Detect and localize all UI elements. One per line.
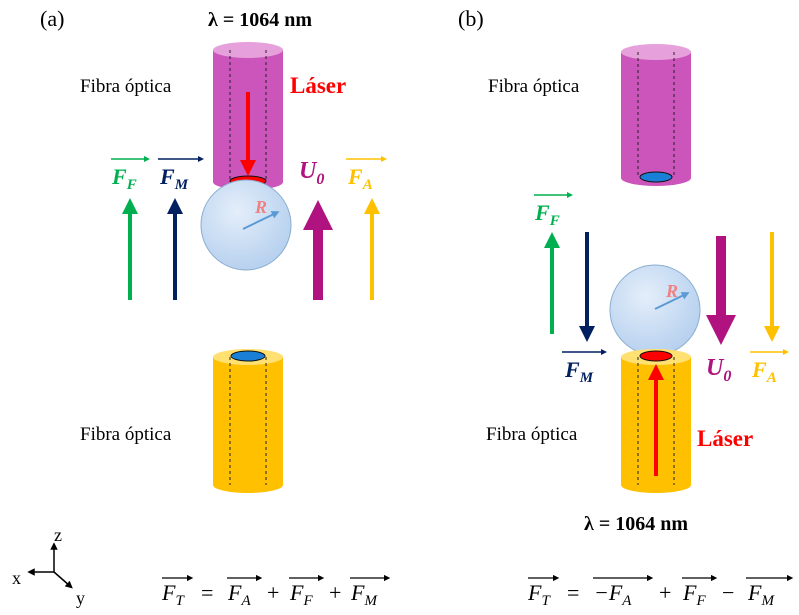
- panel-b: (b) Fibra óptica R FF FM: [458, 6, 789, 535]
- panel-a-bottom-fiber-core: [230, 350, 266, 362]
- svg-text:FM: FM: [564, 357, 594, 386]
- panel-b-u0-label: U0: [706, 355, 731, 385]
- panel-b-fa-label: FA: [750, 349, 789, 386]
- panel-a-u0-label: U0: [299, 158, 324, 188]
- svg-text:=: =: [201, 580, 213, 605]
- panel-b-radius-label: R: [665, 281, 678, 301]
- svg-text:FA: FA: [751, 357, 777, 386]
- panel-a-wavelength: λ = 1064 nm: [208, 9, 312, 31]
- svg-text:FM: FM: [350, 580, 378, 609]
- panel-a: (a) λ = 1064 nm Fibra óptica Láser R FF: [40, 6, 387, 493]
- svg-text:−FA: −FA: [594, 580, 632, 609]
- panel-a-top-fiber-label: Fibra óptica: [80, 76, 172, 97]
- svg-text:FA: FA: [347, 164, 373, 193]
- panel-b-laser-label: Láser: [697, 426, 753, 451]
- svg-text:+: +: [659, 580, 671, 605]
- svg-text:FM: FM: [159, 164, 189, 193]
- panel-b-top-fiber-core: [639, 171, 673, 183]
- panel-a-fm-label: FM: [158, 156, 204, 193]
- svg-text:FT: FT: [161, 580, 185, 609]
- equation-a: FT = FA + FF + FM: [161, 574, 391, 609]
- svg-text:FT: FT: [527, 580, 551, 609]
- coordinate-axes: z x y: [12, 525, 85, 608]
- svg-text:−: −: [722, 580, 734, 605]
- svg-text:+: +: [329, 580, 341, 605]
- svg-text:FF: FF: [289, 580, 313, 609]
- panel-b-fm-label: FM: [562, 349, 607, 386]
- svg-text:FM: FM: [747, 580, 775, 609]
- svg-text:FF: FF: [534, 200, 560, 229]
- panel-b-top-fiber: [621, 44, 691, 186]
- panel-a-sphere: R: [200, 179, 292, 271]
- axis-x-label: x: [12, 568, 21, 588]
- panel-b-top-fiber-label: Fibra óptica: [488, 76, 580, 97]
- panel-b-bottom-fiber-label: Fibra óptica: [486, 424, 578, 445]
- axis-z-label: z: [54, 525, 62, 545]
- panel-b-sphere: R: [609, 264, 701, 356]
- svg-text:U0: U0: [706, 355, 731, 385]
- panel-b-bottom-fiber-core: [639, 350, 673, 362]
- panel-a-laser-label: Láser: [290, 73, 346, 98]
- svg-text:+: +: [267, 580, 279, 605]
- svg-text:FF: FF: [682, 580, 706, 609]
- panel-b-wavelength: λ = 1064 nm: [584, 513, 688, 535]
- equation-b: FT = −FA + FF − FM: [527, 574, 794, 609]
- svg-text:U0: U0: [299, 158, 324, 188]
- svg-text:FF: FF: [111, 164, 137, 193]
- panel-b-ff-label: FF: [534, 192, 573, 229]
- axis-y-label: y: [76, 588, 85, 608]
- panel-a-ff-label: FF: [111, 156, 150, 193]
- panel-a-bottom-fiber: [213, 349, 283, 493]
- svg-text:=: =: [567, 580, 579, 605]
- panel-a-label: (a): [40, 6, 64, 31]
- panel-a-radius-label: R: [254, 197, 267, 217]
- svg-text:FA: FA: [227, 580, 251, 609]
- panel-b-label: (b): [458, 6, 484, 31]
- panel-a-bottom-fiber-label: Fibra óptica: [80, 424, 172, 445]
- panel-a-fa-label: FA: [346, 156, 387, 193]
